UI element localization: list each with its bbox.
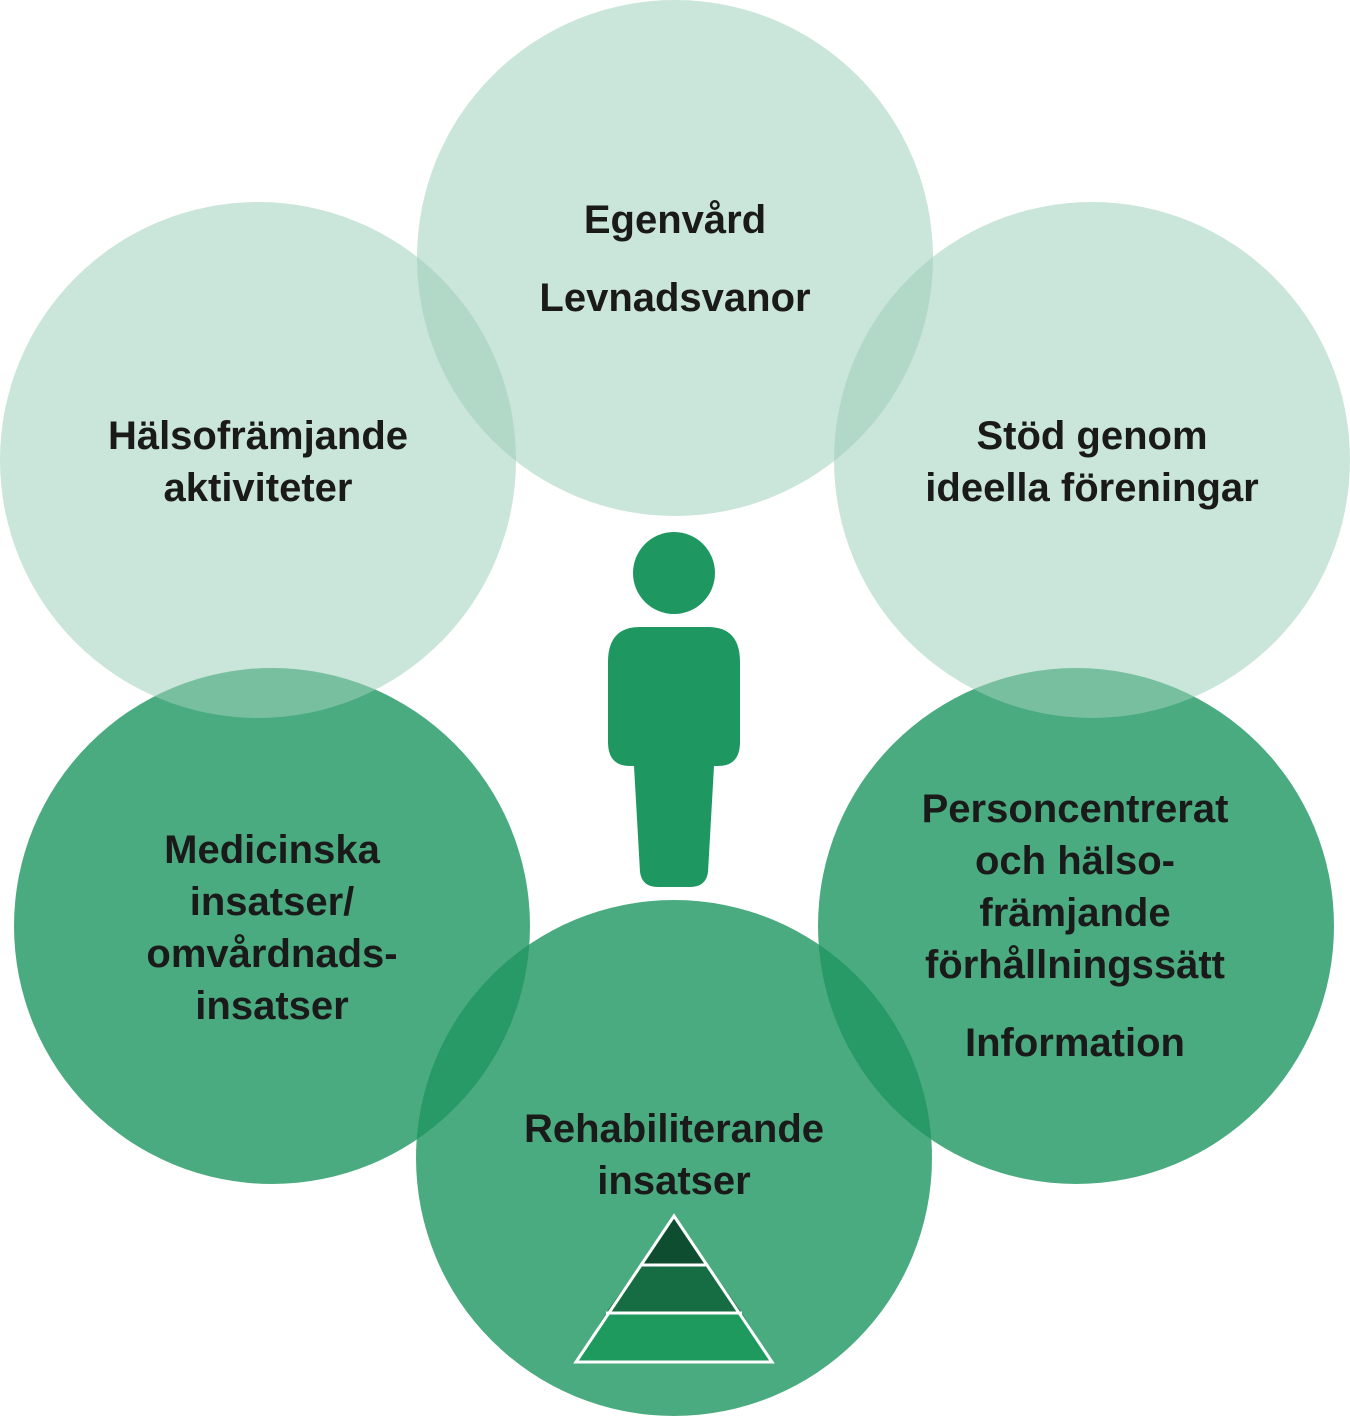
- rehabiliterande-line2: insatser: [597, 1159, 751, 1203]
- label-personcentrerat: Personcentrerat och hälso- främjande för…: [855, 783, 1295, 1069]
- person-icon: [608, 532, 740, 887]
- halsoframjande-line1: Hälsofrämjande: [107, 414, 409, 458]
- egenvard-text: Egenvård: [583, 198, 767, 242]
- stod-line1: Stöd genom: [976, 414, 1208, 458]
- circle-medicinska: [14, 668, 530, 1184]
- medicinska-line1: Medicinska: [164, 828, 380, 872]
- label-rehabiliterande: Rehabiliterande insatser: [464, 1103, 884, 1207]
- personcentrerat-line4: förhållningssätt: [924, 943, 1226, 987]
- label-medicinska: Medicinska insatser/ omvårdnads- insatse…: [62, 824, 482, 1032]
- stod-line2: ideella föreningar: [925, 466, 1259, 510]
- label-egenvard: Egenvård Levnadsvanor: [475, 194, 875, 324]
- pyramid-icon: [573, 1213, 775, 1364]
- circle-personcentrerat: [818, 668, 1334, 1184]
- medicinska-line3: omvårdnads-: [146, 932, 398, 976]
- label-halsoframjande: Hälsofrämjande aktiviteter: [48, 410, 468, 514]
- medicinska-line2: insatser/: [189, 880, 355, 924]
- personcentrerat-line2: och hälso-: [974, 839, 1176, 883]
- circle-halsoframjande: [0, 202, 516, 718]
- medicinska-line4: insatser: [195, 984, 349, 1028]
- circle-stod: [834, 202, 1350, 718]
- rehabiliterande-line1: Rehabiliterande: [523, 1107, 825, 1151]
- information-text: Information: [965, 1021, 1185, 1065]
- circle-egenvard: [417, 0, 933, 516]
- label-stod: Stöd genom ideella föreningar: [872, 410, 1312, 514]
- levnadsvanor-text: Levnadsvanor: [539, 276, 811, 320]
- halsoframjande-line2: aktiviteter: [163, 466, 353, 510]
- personcentrerat-line1: Personcentrerat: [921, 787, 1229, 831]
- personcentrerat-line3: främjande: [979, 891, 1171, 935]
- circle-rehabiliterande: [416, 900, 932, 1416]
